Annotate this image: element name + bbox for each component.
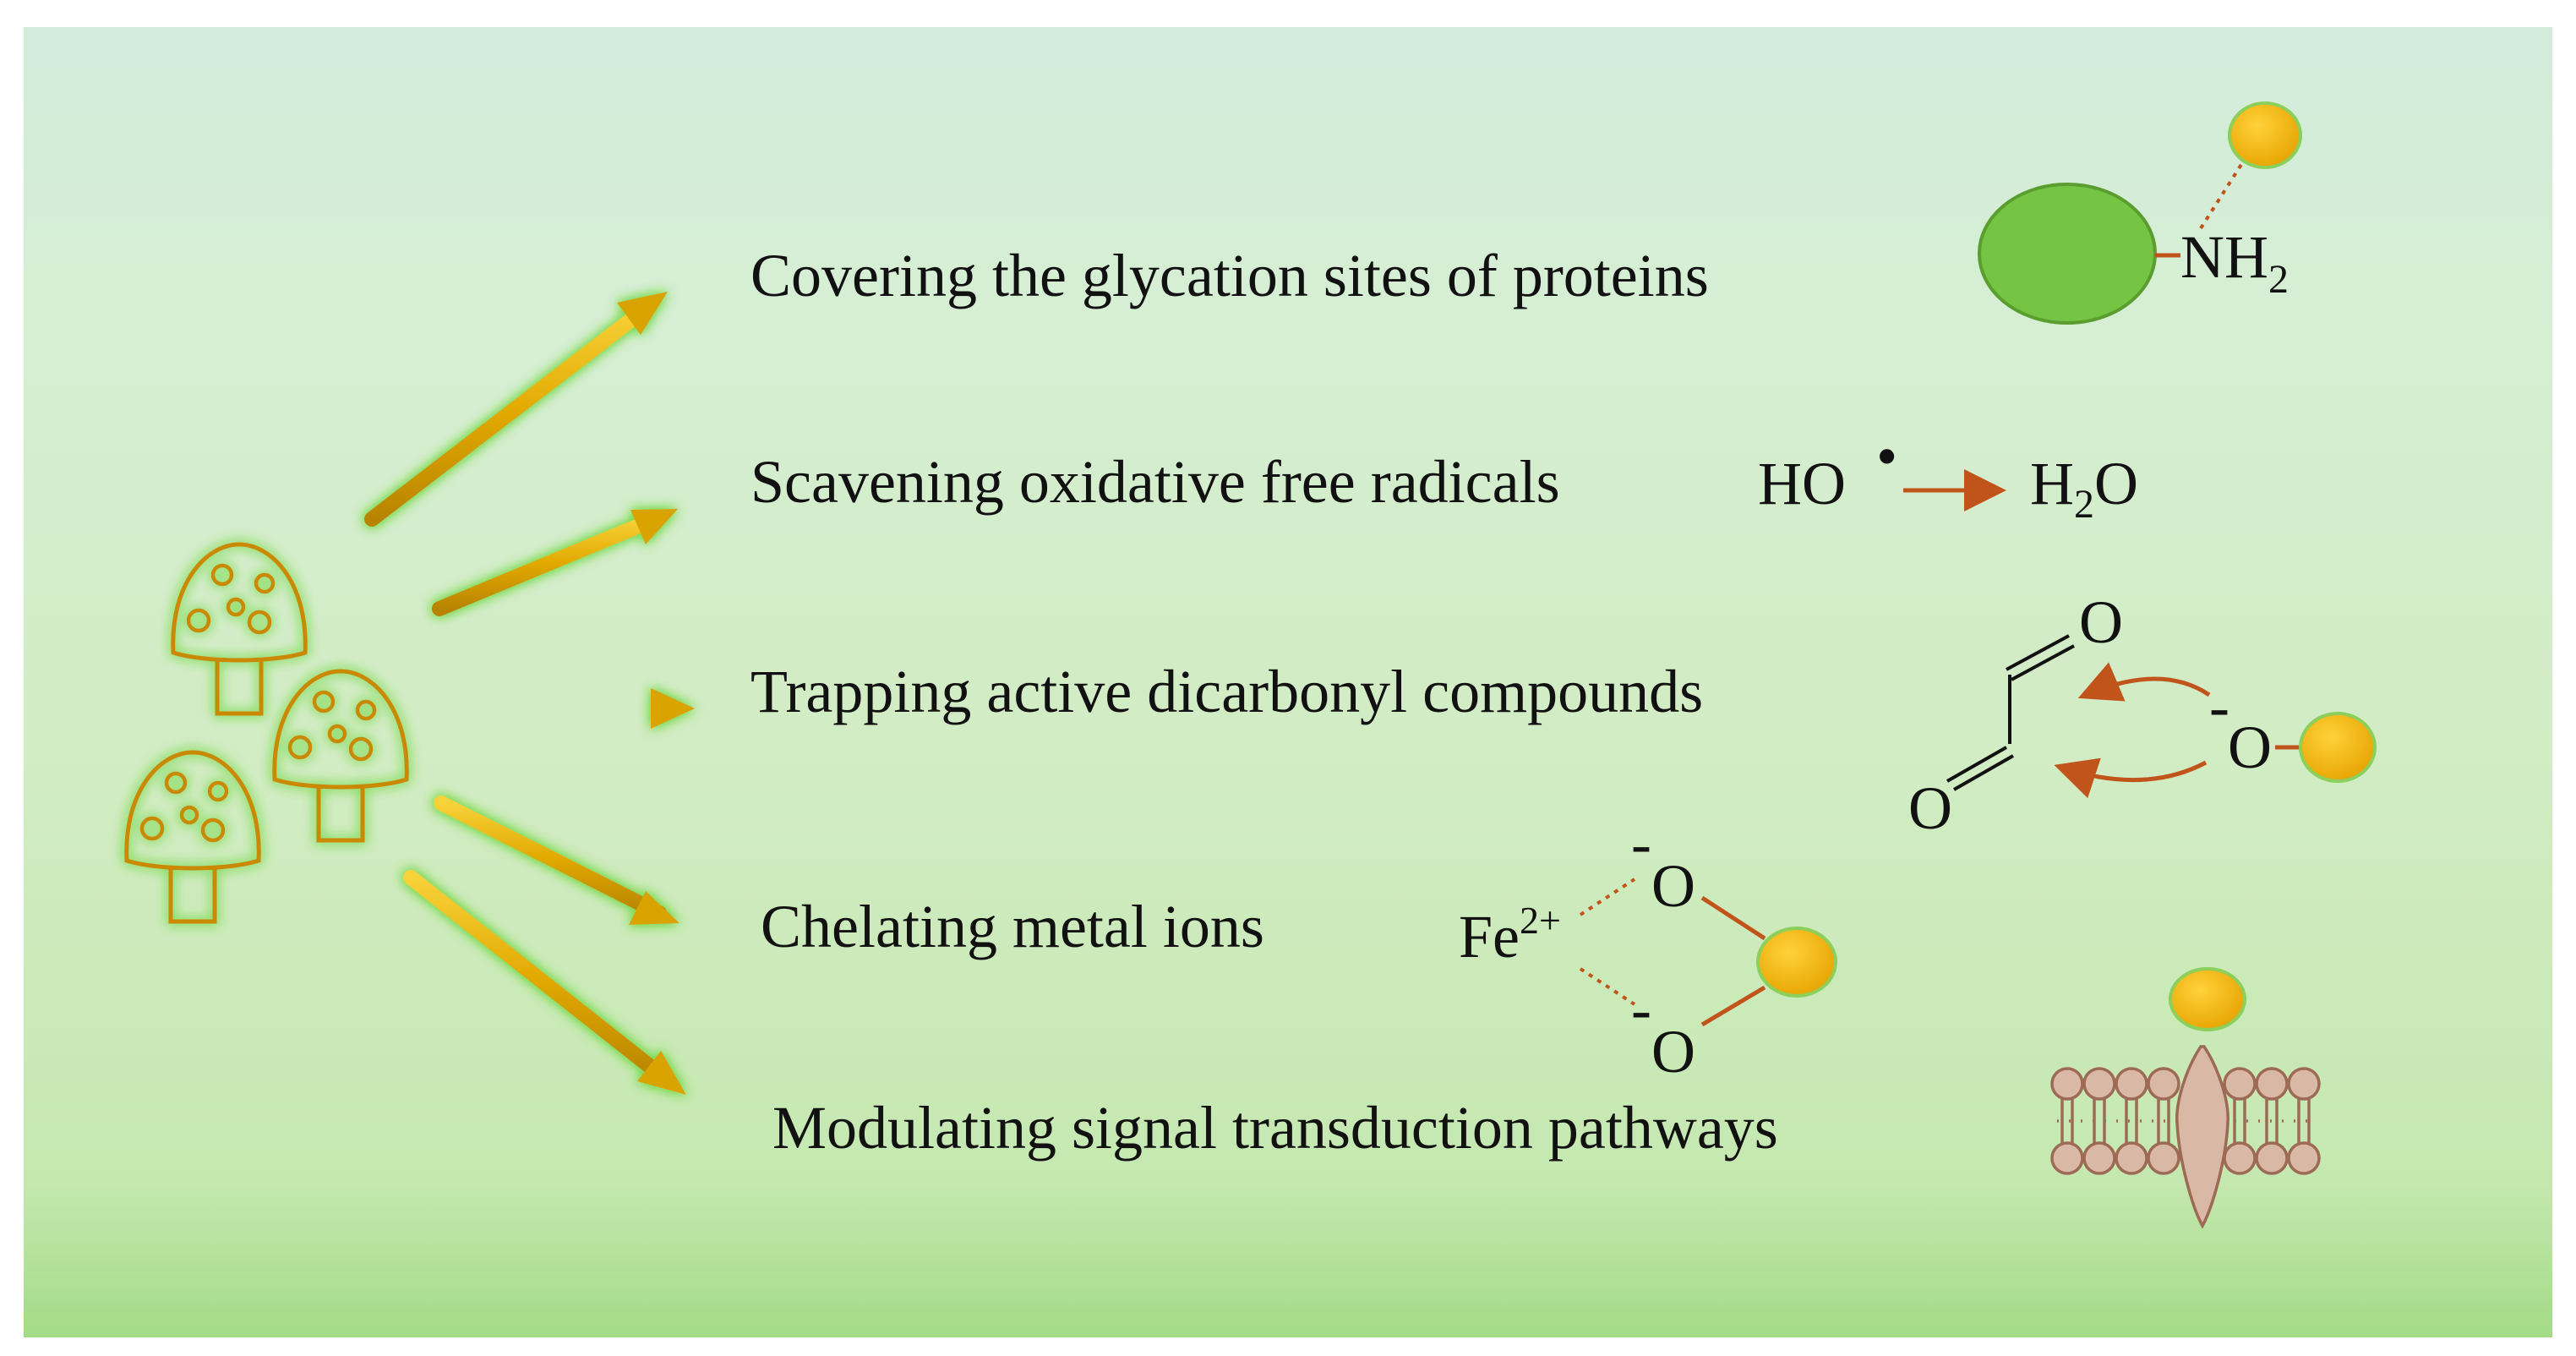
oxygen-label-top: O: [1651, 852, 1695, 920]
cell-membrane-icon: [2050, 1045, 2321, 1229]
protein-nh2-graphic: NH2: [1978, 101, 2302, 325]
carbonyl-o-top: O: [2079, 588, 2123, 656]
arrow-3: [430, 688, 695, 729]
dicarbonyl-graphic: O O - O: [1908, 588, 2377, 842]
arrow-group: [364, 292, 695, 1095]
mechanism-label-3: Trapping active dicarbonyl compounds: [750, 658, 1703, 725]
mushroom-icon: [127, 752, 259, 921]
compound-ball-icon: [2299, 712, 2377, 783]
chelation-graphic: Fe2+ - O - O: [1459, 810, 1837, 1085]
mushroom-icon: [173, 544, 306, 714]
arrow-5: [403, 870, 686, 1095]
arrow-4: [434, 796, 679, 925]
minus-sign: -: [1631, 976, 1651, 1043]
minus-sign: -: [2209, 673, 2229, 741]
compound-ball-icon: [2169, 967, 2246, 1031]
membrane-graphic: [2050, 967, 2321, 1229]
mechanism-diagram: Covering the glycation sites of proteins…: [24, 101, 2377, 1229]
oxygen-label-bottom: O: [1651, 1018, 1695, 1085]
mechanism-label-2: Scavening oxidative free radicals: [750, 448, 1560, 516]
compound-ball-icon: [2228, 101, 2302, 169]
carbonyl-o-bottom: O: [1908, 774, 1952, 842]
diagram-panel: Covering the glycation sites of proteins…: [24, 27, 2552, 1337]
fe-label: Fe2+: [1459, 899, 1561, 971]
mushroom-icon: [275, 671, 407, 840]
minus-sign: -: [1631, 810, 1651, 878]
mechanism-label-1: Covering the glycation sites of proteins: [750, 242, 1709, 309]
water-label: H2O: [2030, 450, 2138, 527]
oxygen-label: O: [2228, 714, 2272, 781]
arrow-1: [364, 292, 668, 527]
mushroom-group: [127, 544, 407, 921]
protein-sphere-icon: [1978, 183, 2157, 325]
mechanism-label-5: Modulating signal transduction pathways: [772, 1094, 1778, 1162]
mechanism-label-4: Chelating metal ions: [761, 893, 1264, 960]
nh2-label: NH2: [2180, 223, 2289, 302]
ho-radical-label: HO: [1758, 450, 1846, 517]
compound-ball-icon: [1756, 927, 1837, 998]
arrow-2: [432, 509, 678, 616]
radical-dot: •: [1876, 423, 1897, 490]
radical-scavenging-graphic: HO • H2O: [1758, 423, 2138, 527]
